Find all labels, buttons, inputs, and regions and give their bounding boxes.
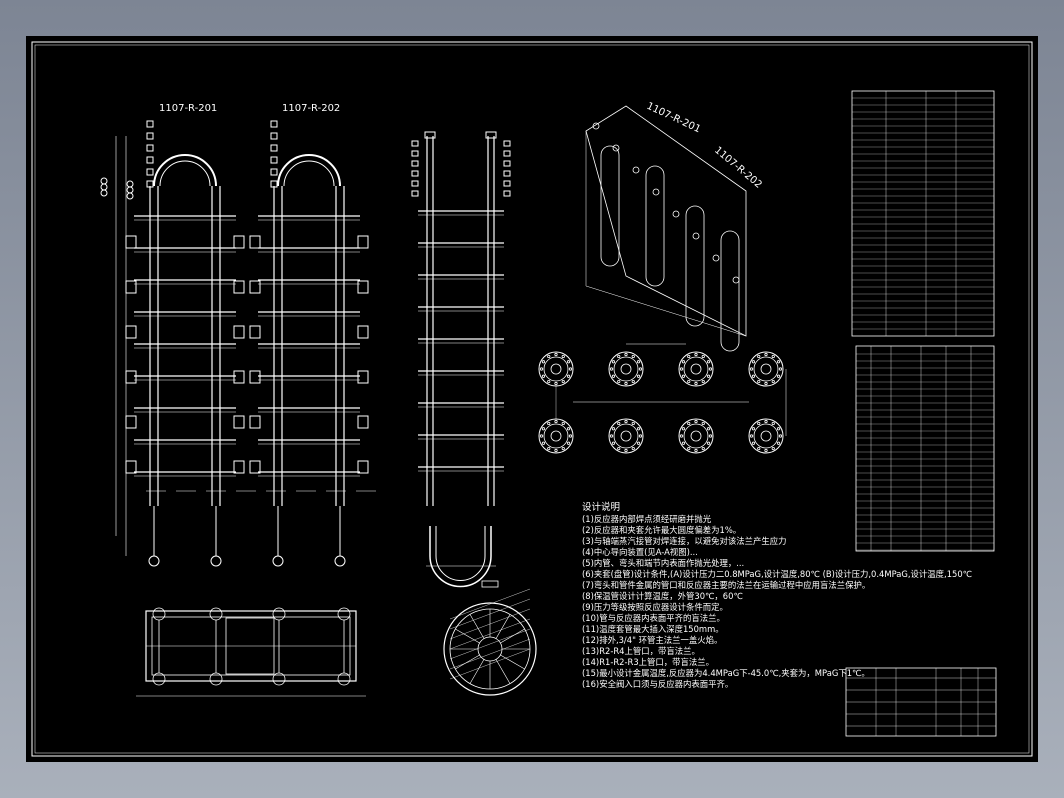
side-view bbox=[411, 131, 511, 588]
iso-label-r201: 1107-R-201 bbox=[645, 101, 702, 136]
notes-list: (1)反应器内部焊点须经研磨并抛光(2)反应器和夹套允许最大圆度偏差为1%。(3… bbox=[582, 514, 973, 690]
design-note: (15)最小设计金属温度,反应器为4.4MPaG下-45.0℃,夹套为，MPaG… bbox=[582, 668, 870, 678]
design-note: (13)R2-R4上管口，带盲法兰。 bbox=[582, 646, 700, 656]
design-note: (3)与轴端蒸汽接管对焊连接，以避免对该法兰产生应力 bbox=[582, 536, 787, 546]
design-note: (11)温度套管最大插入深度150mm。 bbox=[582, 624, 724, 634]
front-view bbox=[100, 120, 376, 567]
drawing-sheet: 1107-R-201 1107-R-202 1107-R-201 1107-R-… bbox=[26, 36, 1038, 762]
data-tables bbox=[851, 90, 995, 552]
design-note: (4)中心导向装置(见A-A视图)... bbox=[582, 547, 698, 557]
outer-border bbox=[31, 41, 1033, 757]
flange-layout bbox=[538, 351, 787, 454]
view-label-r201: 1107-R-201 bbox=[159, 103, 217, 114]
design-note: (12)排外,3/4" 环管主法兰一盖火焰。 bbox=[582, 635, 723, 645]
plan-view bbox=[136, 607, 366, 697]
design-note: (9)压力等级按照反应器设计条件而定。 bbox=[582, 602, 728, 612]
drawing-canvas: 1107-R-201 1107-R-202 1107-R-201 1107-R-… bbox=[31, 41, 1033, 757]
design-note: (10)管与反应器内表面平齐的盲法兰。 bbox=[582, 613, 725, 623]
design-note: (5)内管、弯头和端节内表面作抛光处理，... bbox=[582, 558, 745, 568]
design-note: (8)保温管设计计算温度，外管30℃，60℃ bbox=[582, 591, 743, 601]
section-view bbox=[443, 580, 537, 696]
design-note: (7)弯头和管件金属的管口和反应器主要的法兰在运输过程中应用盲法兰保护。 bbox=[582, 580, 871, 590]
isometric-view bbox=[585, 105, 747, 352]
notes-title: 设计说明 bbox=[582, 502, 621, 513]
design-notes: 设计说明 (1)反应器内部焊点须经研磨并抛光(2)反应器和夹套允许最大圆度偏差为… bbox=[582, 502, 973, 690]
design-note: (16)安全阀入口须与反应器内表面平齐。 bbox=[582, 679, 734, 689]
title-block bbox=[845, 667, 997, 737]
design-note: (2)反应器和夹套允许最大圆度偏差为1%。 bbox=[582, 525, 742, 535]
view-label-r202: 1107-R-202 bbox=[282, 103, 340, 114]
iso-label-r202: 1107-R-202 bbox=[712, 145, 764, 191]
design-note: (6)夹套(盘管)设计条件,(A)设计压力二0.8MPaG,设计温度,80℃ (… bbox=[582, 569, 973, 579]
design-note: (14)R1-R2-R3上管口，带盲法兰。 bbox=[582, 657, 715, 667]
design-note: (1)反应器内部焊点须经研磨并抛光 bbox=[582, 514, 712, 524]
